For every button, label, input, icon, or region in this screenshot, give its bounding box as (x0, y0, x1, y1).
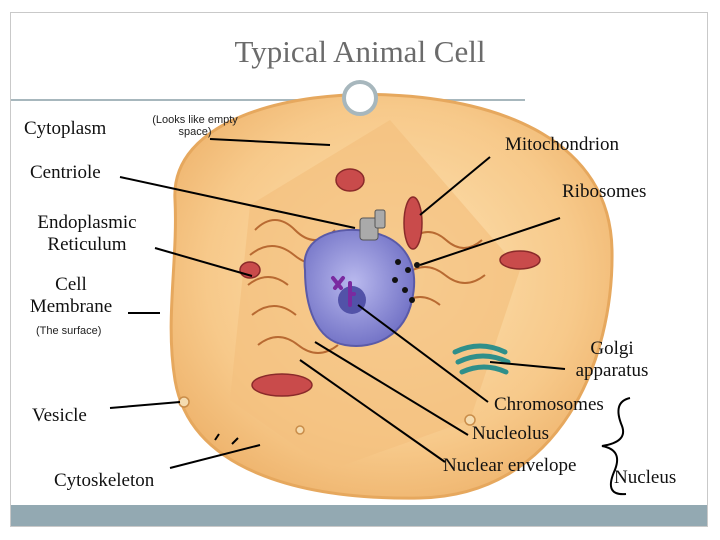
label-nucleolus: Nucleolus (472, 423, 550, 444)
label-membrane-note: (The surface) (36, 325, 102, 337)
golgi-apparatus (452, 343, 511, 375)
decorative-ring-icon (342, 80, 378, 116)
vesicles (178, 396, 476, 435)
nucleus-brace (601, 397, 631, 496)
chromosomes (331, 276, 356, 307)
label-cytoplasm: Cytoplasm (24, 118, 107, 139)
label-nucleus: Nucleus (614, 467, 677, 488)
label-mitochondrion: Mitochondrion (505, 134, 619, 155)
label-golgi-apparatus: Golgi apparatus (562, 338, 662, 382)
slide-footer-bar (11, 505, 707, 526)
golgi-line2: apparatus (575, 360, 649, 381)
slide-title: Typical Animal Cell (234, 34, 486, 69)
label-nuclear-envelope: Nuclear envelope (443, 455, 577, 476)
label-vesicle: Vesicle (32, 405, 87, 426)
label-endoplasmic-reticulum: Endoplasmic Reticulum (22, 212, 152, 256)
membrane-line2: Membrane (29, 296, 113, 317)
label-centriole: Centriole (30, 162, 101, 183)
label-cell-membrane: Cell Membrane (18, 274, 124, 318)
er-line1: Endoplasmic (37, 212, 137, 233)
title-separator-left (11, 99, 341, 101)
title-separator-right (385, 99, 525, 101)
membrane-line1: Cell (55, 274, 87, 295)
label-ribosomes: Ribosomes (562, 181, 647, 202)
leader-lines (109, 138, 566, 469)
er-line2: Reticulum (47, 234, 127, 255)
label-chromosomes: Chromosomes (494, 394, 604, 415)
label-cytoplasm-note: (Looks like empty space) (152, 114, 238, 138)
centriole (359, 209, 386, 241)
label-cytoskeleton: Cytoskeleton (54, 470, 155, 491)
ribosomes (392, 259, 420, 303)
golgi-line1: Golgi (590, 338, 634, 359)
